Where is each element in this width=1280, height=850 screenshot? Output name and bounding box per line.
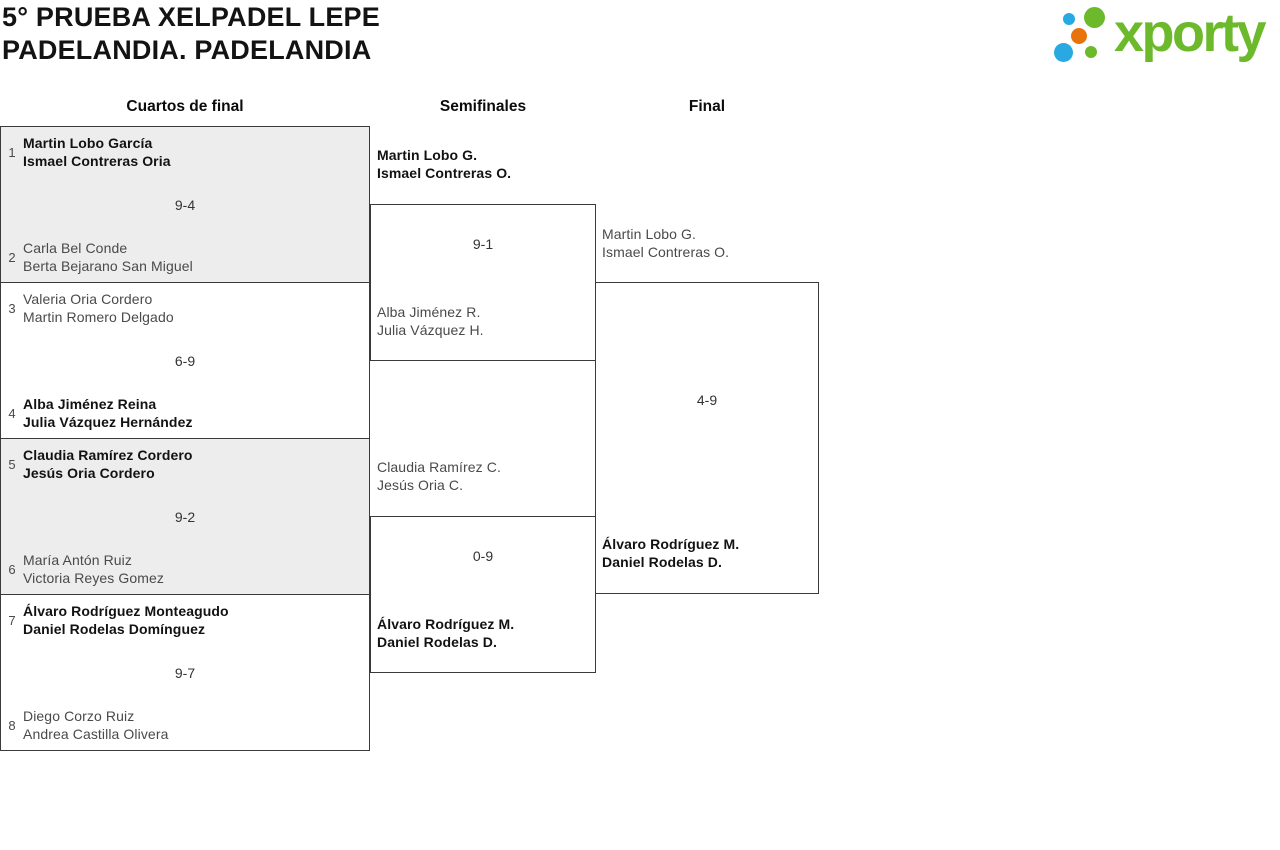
team-names: María Antón Ruiz Victoria Reyes Gomez [23,552,164,587]
player-name: Ismael Contreras O. [602,244,730,260]
logo-dot-green-small-icon [1085,46,1097,58]
player-name: Daniel Rodelas D. [602,554,722,570]
sf-match-2: 0-9 [370,516,596,673]
quarterfinals-column: 1 Martin Lobo García Ismael Contreras Or… [0,126,370,751]
match-score: 9-7 [174,665,196,681]
round-header-final: Final [688,98,726,115]
logo-dot-orange-icon [1071,28,1087,44]
player-name: Alba Jiménez Reina [23,396,157,412]
sf1-team-bottom: Alba Jiménez R. Julia Vázquez H. [377,303,484,339]
seed-label: 1 [8,145,16,160]
team-names: Alba Jiménez Reina Julia Vázquez Hernánd… [23,396,193,431]
xporty-logo-dots-icon [1050,3,1112,73]
player-name: Carla Bel Conde [23,240,128,256]
player-name: Jesús Oria C. [377,477,464,493]
sf2-team-top: Claudia Ramírez C. Jesús Oria C. [377,458,501,494]
match-score: 9-1 [472,236,494,252]
player-name: Ismael Contreras Oria [23,152,171,169]
player-name: Alba Jiménez R. [377,304,481,320]
final-match: 4-9 [595,282,819,594]
seed-label: 7 [8,613,16,628]
xporty-logo[interactable]: xporty [1050,3,1280,75]
match-score: 9-2 [174,509,196,525]
team-row: 2 Carla Bel Conde Berta Bejarano San Mig… [1,240,369,275]
player-name: Daniel Rodelas Domínguez [23,620,206,637]
logo-wordmark: xporty [1114,3,1267,63]
team-row: 4 Alba Jiménez Reina Julia Vázquez Herná… [1,396,369,431]
player-name: Julia Vázquez Hernández [23,413,193,430]
round-header-quarterfinals: Cuartos de final [126,98,244,115]
player-name: Ismael Contreras O. [377,165,512,181]
team-names: Valeria Oria Cordero Martin Romero Delga… [23,291,174,326]
qf-match-4: 7 Álvaro Rodríguez Monteagudo Daniel Rod… [0,594,370,751]
qf-match-3: 5 Claudia Ramírez Cordero Jesús Oria Cor… [0,438,370,595]
player-name: Julia Vázquez H. [377,322,484,338]
logo-dot-green-big-icon [1084,7,1105,28]
seed-label: 2 [8,250,16,265]
seed-label: 3 [8,301,16,316]
team-names: Diego Corzo Ruiz Andrea Castilla Olivera [23,708,168,743]
qf-match-2: 3 Valeria Oria Cordero Martin Romero Del… [0,282,370,439]
qf-match-1: 1 Martin Lobo García Ismael Contreras Or… [0,126,370,283]
player-name: Martin Lobo García [23,135,153,151]
team-names: Carla Bel Conde Berta Bejarano San Migue… [23,240,193,275]
sf2-team-bottom: Álvaro Rodríguez M. Daniel Rodelas D. [377,615,514,651]
player-name: Álvaro Rodríguez Monteagudo [23,603,229,619]
match-score: 4-9 [696,392,718,408]
player-name: Diego Corzo Ruiz [23,708,135,724]
match-score: 9-4 [174,197,196,213]
player-name: Álvaro Rodríguez M. [377,616,515,632]
player-name: Claudia Ramírez C. [377,459,501,475]
player-name: Martin Lobo G. [377,147,478,163]
player-name: Claudia Ramírez Cordero [23,447,193,463]
player-name: Martin Romero Delgado [23,308,174,325]
team-names: Álvaro Rodríguez Monteagudo Daniel Rodel… [23,603,229,638]
seed-label: 8 [8,718,16,733]
page-title-line2: PADELANDIA. PADELANDIA [2,35,372,65]
team-row: 6 María Antón Ruiz Victoria Reyes Gomez [1,552,369,587]
match-score: 0-9 [472,548,494,564]
team-names: Claudia Ramírez Cordero Jesús Oria Corde… [23,447,193,482]
player-name: Daniel Rodelas D. [377,634,497,650]
logo-dot-blue-big-icon [1054,43,1073,62]
seed-label: 4 [8,406,16,421]
team-names: Martin Lobo García Ismael Contreras Oria [23,135,171,170]
player-name: Andrea Castilla Olivera [23,725,169,742]
page-title: 5° PRUEBA XELPADEL LEPE PADELANDIA. PADE… [2,1,380,67]
player-name: Berta Bejarano San Miguel [23,257,193,274]
team-row: 5 Claudia Ramírez Cordero Jesús Oria Cor… [1,447,369,482]
player-name: María Antón Ruiz [23,552,132,568]
player-name: Jesús Oria Cordero [23,464,155,481]
final-team-top: Martin Lobo G. Ismael Contreras O. [602,225,729,261]
player-name: Martin Lobo G. [602,226,696,242]
round-header-semifinals: Semifinales [439,98,527,115]
final-team-bottom: Álvaro Rodríguez M. Daniel Rodelas D. [602,535,739,571]
seed-label: 6 [8,562,16,577]
player-name: Álvaro Rodríguez M. [602,536,740,552]
page-title-line1: 5° PRUEBA XELPADEL LEPE [2,2,380,32]
team-row: 1 Martin Lobo García Ismael Contreras Or… [1,135,369,170]
sf1-team-top: Martin Lobo G. Ismael Contreras O. [377,146,511,182]
team-row: 7 Álvaro Rodríguez Monteagudo Daniel Rod… [1,603,369,638]
player-name: Valeria Oria Cordero [23,291,153,307]
player-name: Victoria Reyes Gomez [23,569,165,586]
team-row: 8 Diego Corzo Ruiz Andrea Castilla Olive… [1,708,369,743]
match-score: 6-9 [174,353,196,369]
logo-dot-blue-small-icon [1063,13,1075,25]
team-row: 3 Valeria Oria Cordero Martin Romero Del… [1,291,369,326]
seed-label: 5 [8,457,16,472]
